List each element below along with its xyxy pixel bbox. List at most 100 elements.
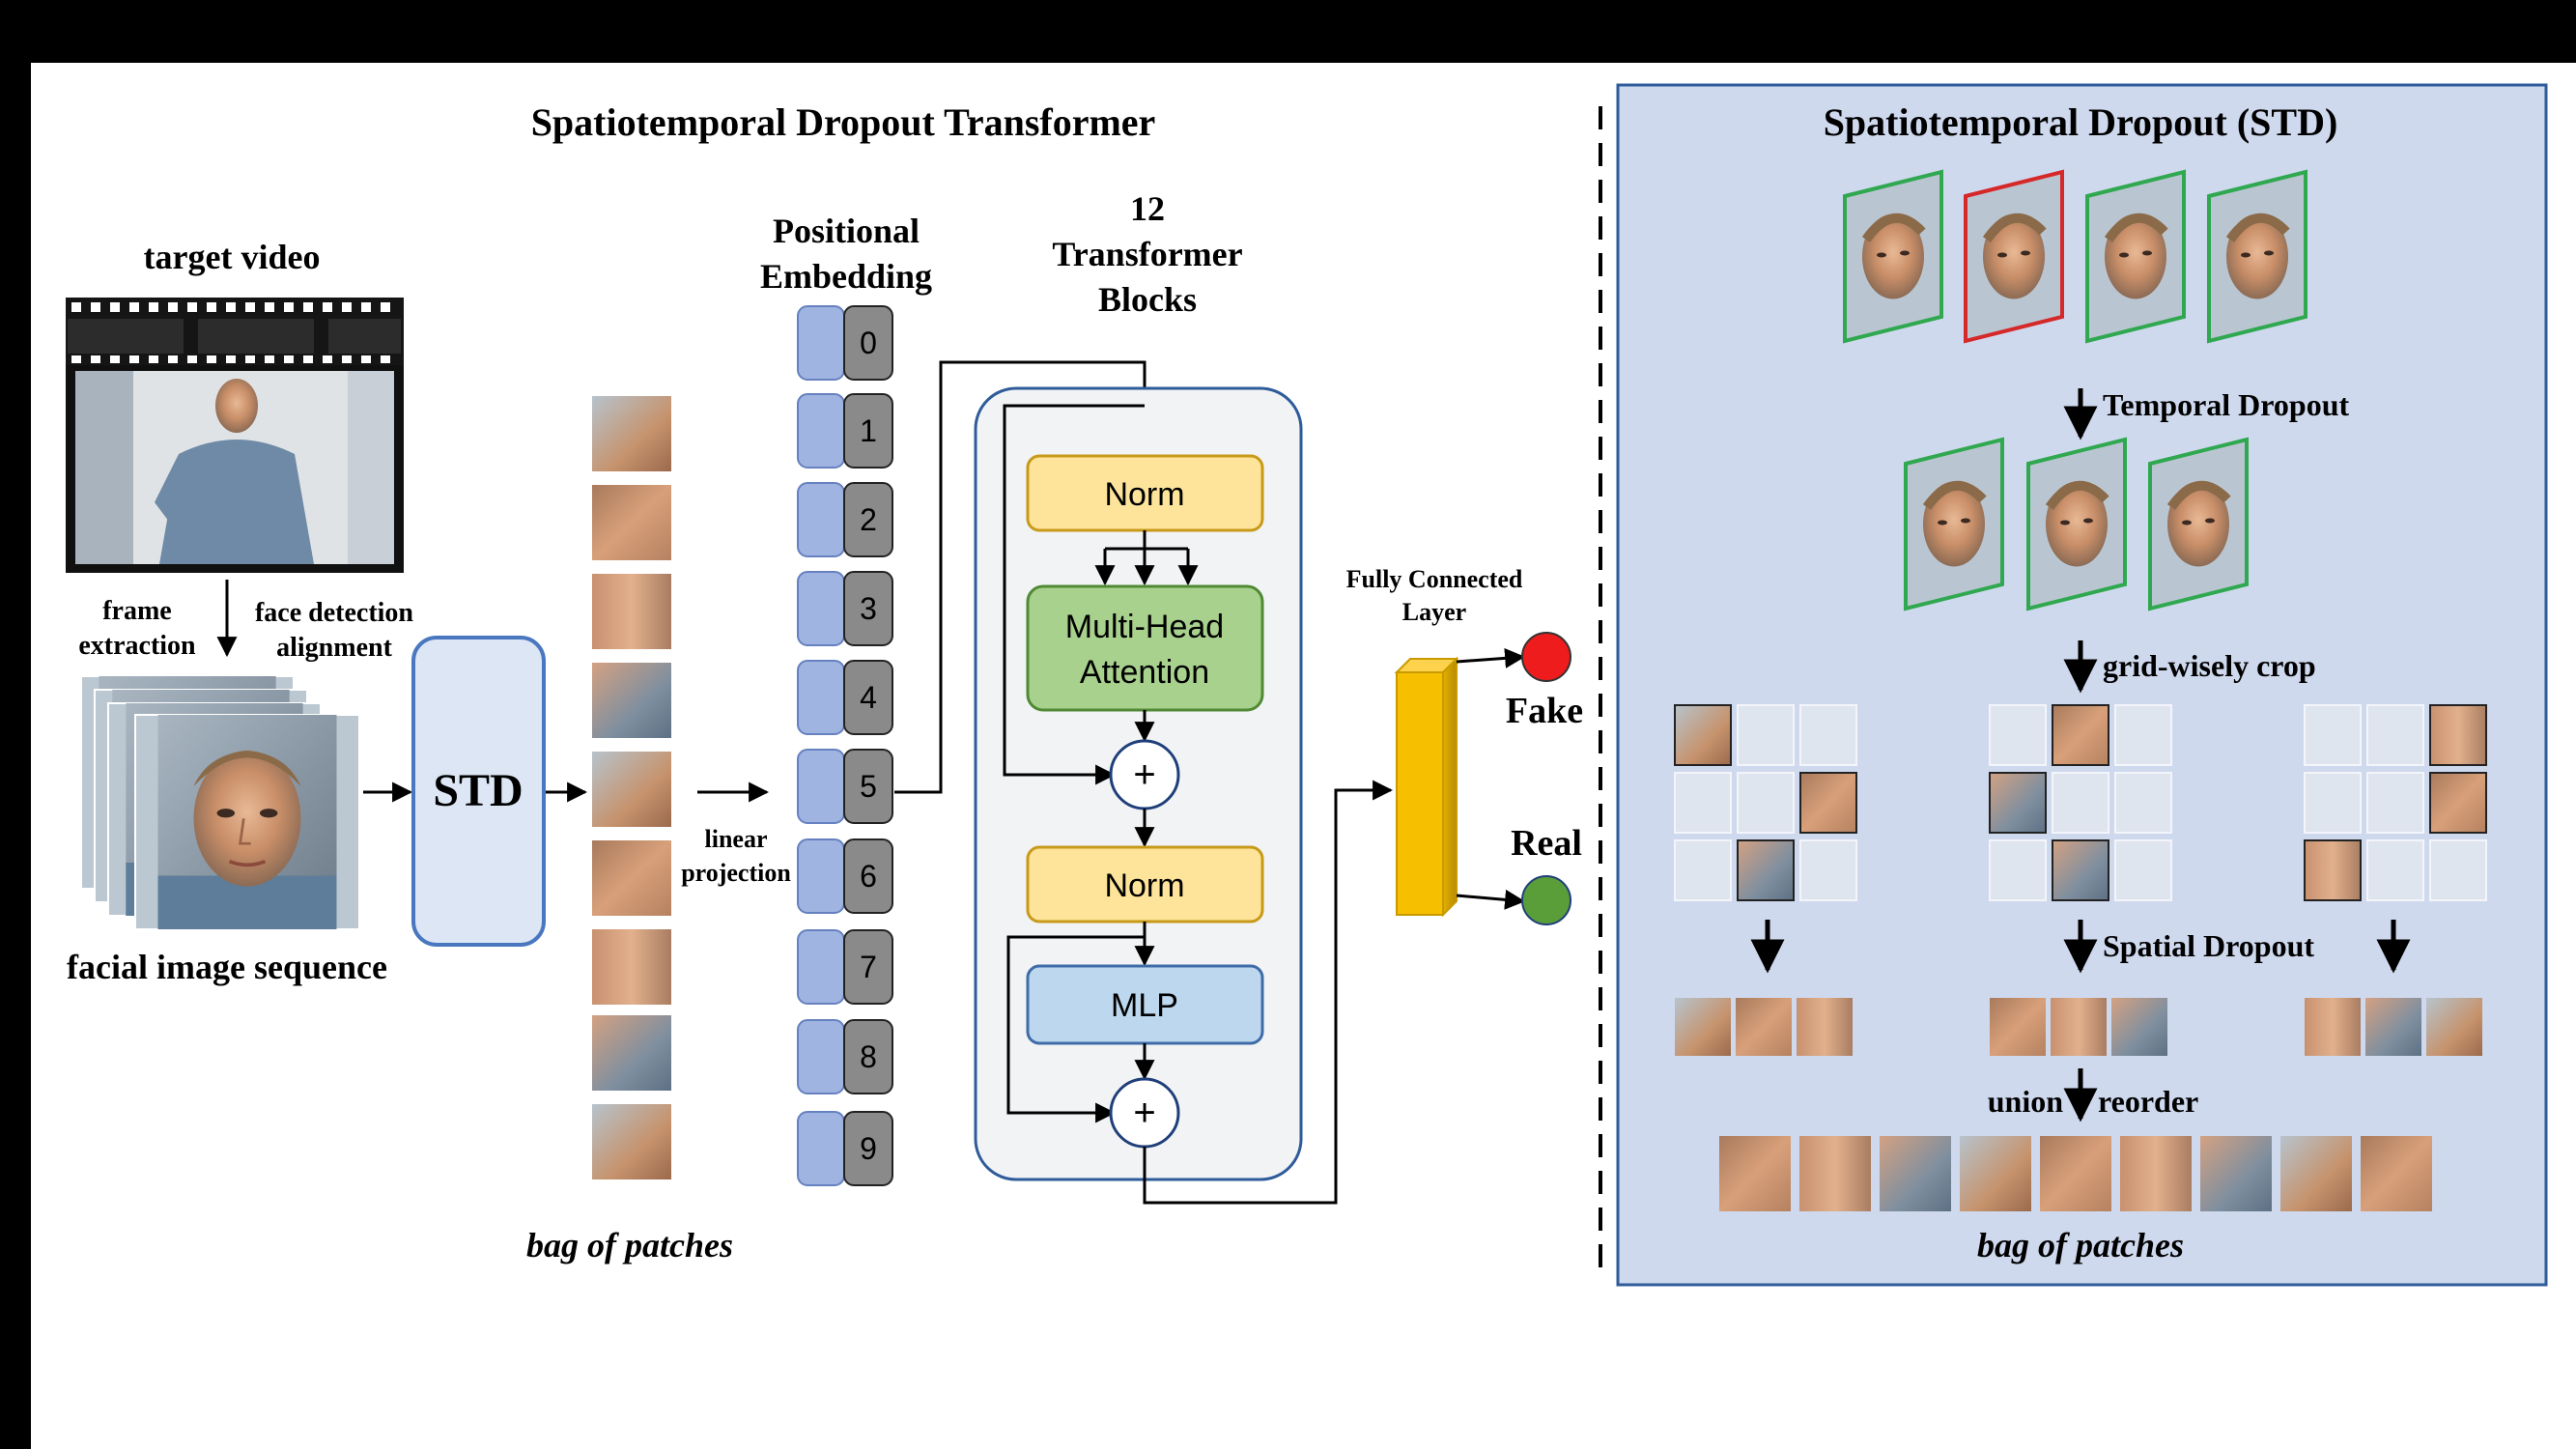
attention-label-line1: Multi-Head [1065,609,1224,645]
add-symbol-1: + [1133,753,1155,796]
grid-cell-dropped [2052,772,2109,834]
norm-label-2: Norm [1104,867,1184,904]
film-hole [323,302,332,312]
patch-tile [592,1104,671,1179]
position-index: 0 [860,326,877,360]
patch-embedding [797,305,845,381]
position-token [843,749,893,824]
positional-embedding-line2: Embedding [760,257,932,296]
grid-cell-selected [1674,704,1732,766]
patch-tile [592,396,671,471]
patch-embedding [797,393,845,469]
film-hole [226,302,236,312]
bag-patch [1719,1136,1791,1211]
attention-box [1026,584,1264,712]
position-token [843,482,893,557]
face-detection-line2: alignment [276,633,392,663]
patch-tile [592,663,671,738]
patch-embedding [797,571,845,646]
selected-patches [1675,998,2482,1056]
position-token [843,838,893,914]
selected-patch [2051,998,2107,1056]
grid-cell-selected [2429,772,2487,834]
grid-cell-selected [1989,772,2047,834]
fc-label-line1: Fully Connected [1346,565,1523,593]
patch-tile [592,752,671,827]
fc-to-fake-arrow [1456,647,1526,668]
film-hole [323,355,332,363]
selected-patch [2305,998,2361,1056]
residual-path-1 [1003,404,1145,785]
grid-cell-dropped [1674,772,1732,834]
video-frame-thumb [2148,437,2249,611]
spatial-dropout-label: Spatial Dropout [2103,928,2314,963]
transformer-label-line2: Transformer [1052,235,1242,273]
film-hole [284,355,294,363]
mlp-label: MLP [1111,987,1178,1024]
transformer-label-line1: 12 [1130,189,1165,228]
film-hole [303,302,313,312]
bag-patch [1799,1136,1871,1211]
bag-patch [1880,1136,1951,1211]
right-title: Spatiotemporal Dropout (STD) [1824,100,2338,144]
grid-cell-dropped [1674,839,1732,901]
position-index: 8 [860,1039,877,1074]
film-strip [66,298,404,573]
position-token [843,1111,893,1186]
grid-cell-dropped [1737,772,1795,834]
film-hole [245,302,255,312]
left-title: Spatiotemporal Dropout Transformer [531,100,1156,144]
position-index: 2 [860,502,877,537]
selected-patch [2111,998,2167,1056]
video-frame-thumb [1904,437,2004,611]
film-hole [265,355,274,363]
bag-patch [2361,1136,2432,1211]
film-hole [149,355,158,363]
positional-embedding-line1: Positional [773,212,920,250]
film-hole [245,355,255,363]
bag-of-patches-column [592,396,671,1179]
film-hole [187,355,197,363]
patch-tile [592,840,671,916]
video-frame-thumb [2207,169,2307,344]
fake-output-node [1521,632,1571,682]
patch-embedding [797,1111,845,1186]
position-index: 7 [860,950,877,984]
kept-frames-row [1904,437,2249,611]
grid-cell-dropped [2304,772,2362,834]
bag-of-patches-row [1719,1136,2432,1211]
fc-to-real-arrow [1456,889,1526,910]
bag-patch [2280,1136,2352,1211]
frame-extraction-line1: frame [102,596,172,626]
transformer-label-line3: Blocks [1098,280,1197,319]
grid-cell-dropped [2114,772,2172,834]
film-hole [226,355,236,363]
film-hole [207,355,216,363]
grid-cell-selected [2052,839,2109,901]
residual-path-2 [1006,935,1145,1123]
video-frame-thumb [1843,169,1943,344]
patch-tile [592,574,671,649]
cropped-grids [1674,704,2487,901]
patch-embedding [797,749,845,824]
grid-cell-dropped [1989,704,2047,766]
target-video-label: target video [144,238,321,276]
bag-patch [2120,1136,2192,1211]
position-index: 6 [860,859,877,894]
film-hole [381,302,390,312]
film-hole [342,355,352,363]
patch-embedding [797,929,845,1005]
film-hole [129,302,139,312]
film-hole [361,302,371,312]
bag-patch [2200,1136,2272,1211]
selected-patch [2365,998,2421,1056]
patch-tile [592,485,671,560]
bag-of-patches-label-left: bag of patches [526,1226,733,1264]
grid-cell-dropped [1799,839,1857,901]
frame-extraction-line2: extraction [78,631,196,661]
grid-cell-selected [1799,772,1857,834]
patch-embedding [797,482,845,557]
grid-cell-dropped [1799,704,1857,766]
film-hole [207,302,216,312]
video-frame-thumb [2026,437,2127,611]
